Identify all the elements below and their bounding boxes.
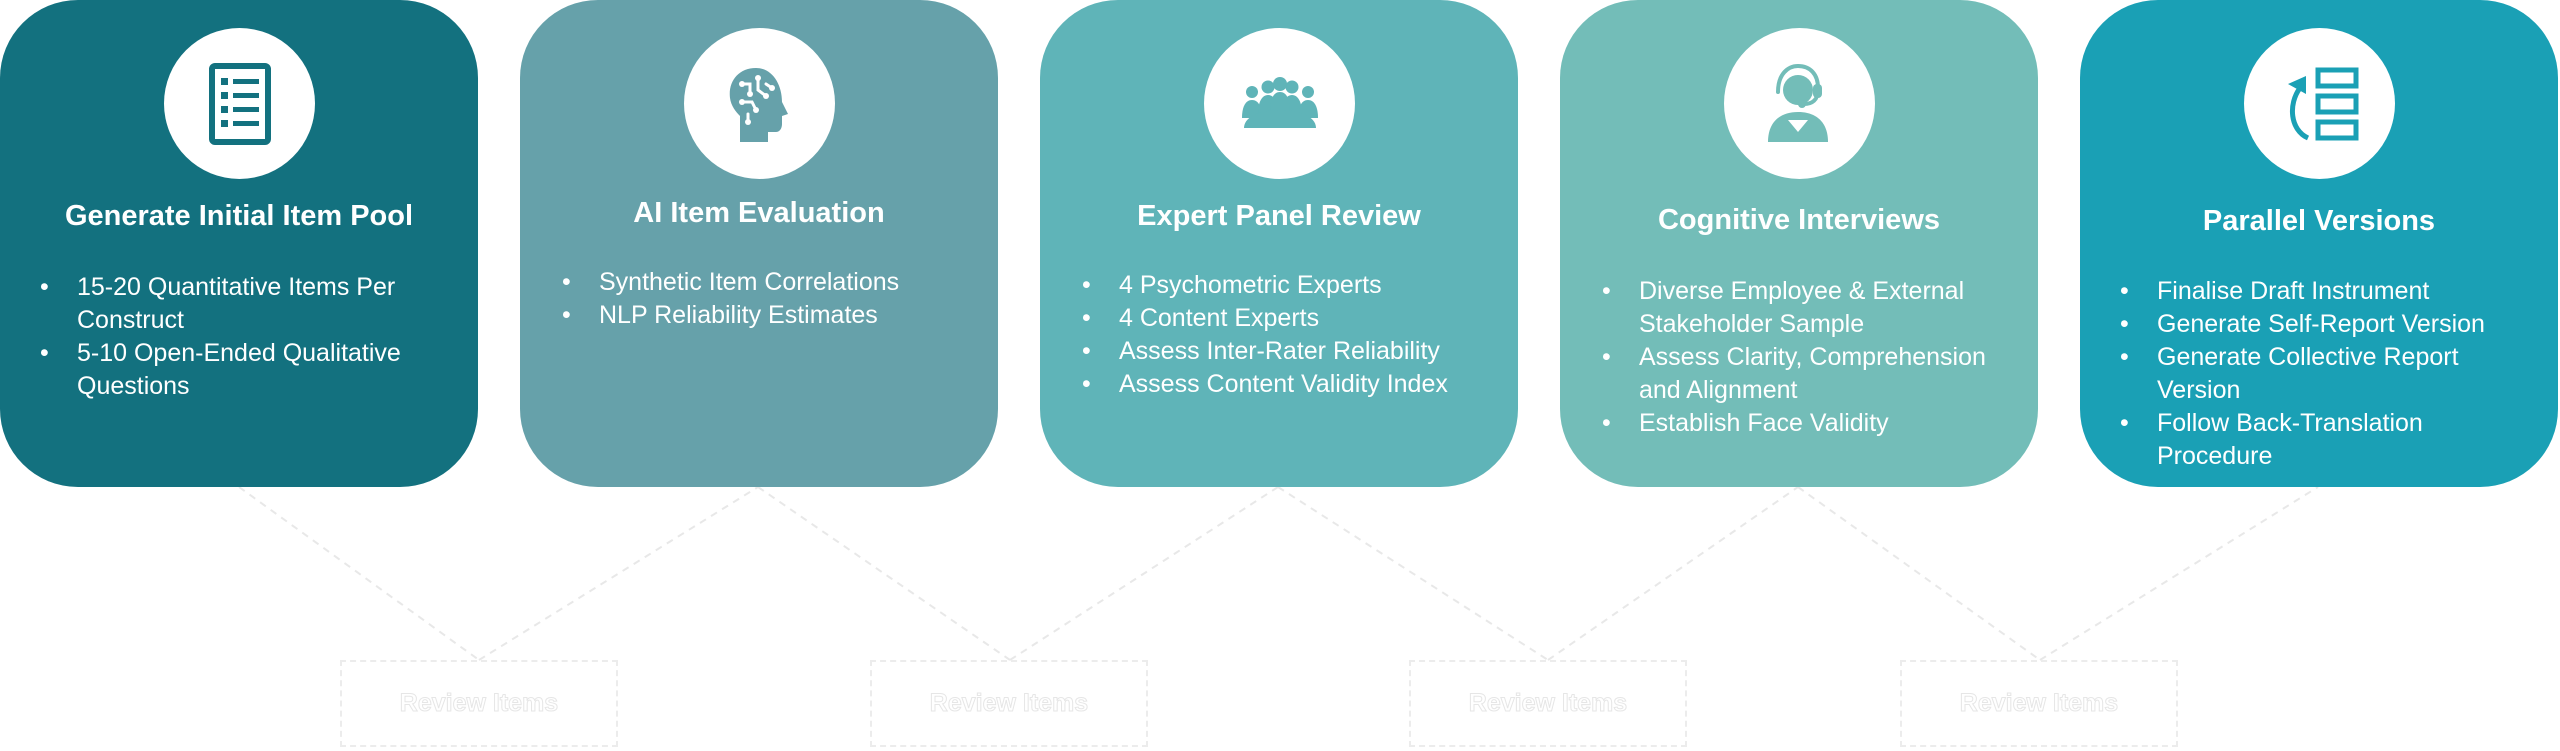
step-card-parallel-versions: Parallel Versions Finalise Draft Instrum… (2080, 0, 2558, 487)
list-item: Synthetic Item Correlations (562, 266, 972, 299)
review-items-label: Review Items (1468, 689, 1628, 718)
step-card-cognitive-interviews: Cognitive Interviews Diverse Employee & … (1560, 0, 2038, 487)
step-bullet-list: Synthetic Item Correlations NLP Reliabil… (562, 266, 972, 332)
step-title: AI Item Evaluation (633, 197, 885, 229)
list-item: Generate Self-Report Version (2120, 308, 2545, 341)
step-title: Parallel Versions (2202, 205, 2436, 237)
connector-line (238, 486, 480, 661)
list-item: Assess Content Validity Index (1082, 368, 1502, 401)
refresh-list-icon (2287, 67, 2358, 140)
list-item: Assess Clarity, Comprehension and Alignm… (1602, 341, 2022, 407)
list-item: 5-10 Open-Ended Qualitative Questions (40, 337, 460, 403)
step-card-expert-panel: Expert Panel Review 4 Psychometric Exper… (1040, 0, 1518, 487)
review-items-label: Review Items (929, 689, 1089, 718)
step-bullet-list: Diverse Employee & External Stakeholder … (1602, 275, 2022, 440)
step-bullet-list: 4 Psychometric Experts 4 Content Experts… (1082, 269, 1502, 401)
review-items-box: Review Items (1409, 660, 1687, 747)
checklist-icon (208, 62, 271, 145)
icon-badge (1724, 28, 1875, 179)
step-bullet-list: 15-20 Quantitative Items Per Construct 5… (40, 271, 460, 403)
list-item: Assess Inter-Rater Reliability (1082, 335, 1502, 368)
icon-badge (684, 28, 835, 179)
connector-line (2039, 486, 2319, 661)
list-item: Finalise Draft Instrument (2120, 275, 2545, 308)
icon-badge (164, 28, 315, 179)
connector-line (1547, 486, 1799, 661)
step-title: Expert Panel Review (1137, 200, 1421, 232)
review-items-box: Review Items (870, 660, 1148, 747)
connector-line (1277, 486, 1549, 661)
list-item: NLP Reliability Estimates (562, 299, 972, 332)
icon-badge (2244, 28, 2395, 179)
step-card-ai-evaluation: AI Item Evaluation Synthetic Item Correl… (520, 0, 998, 487)
icon-badge (1204, 28, 1355, 179)
list-item: 15-20 Quantitative Items Per Construct (40, 271, 460, 337)
connector-line (1009, 486, 1279, 661)
connector-line (757, 486, 1011, 661)
connector-line (1797, 486, 2041, 661)
review-items-label: Review Items (399, 689, 559, 718)
step-bullet-list: Finalise Draft Instrument Generate Self-… (2120, 275, 2545, 473)
list-item: Generate Collective Report Version (2120, 341, 2545, 407)
list-item: Establish Face Validity (1602, 407, 2022, 440)
list-item: Follow Back-Translation Procedure (2120, 407, 2545, 473)
review-items-box: Review Items (1900, 660, 2178, 747)
connector-line (478, 486, 759, 661)
list-item: Diverse Employee & External Stakeholder … (1602, 275, 2022, 341)
list-item: 4 Psychometric Experts (1082, 269, 1502, 302)
ai-head-icon (729, 67, 788, 142)
list-item: 4 Content Experts (1082, 302, 1502, 335)
step-title: Generate Initial Item Pool (64, 200, 414, 232)
review-items-box: Review Items (340, 660, 618, 747)
review-items-label: Review Items (1959, 689, 2119, 718)
step-title: Cognitive Interviews (1657, 204, 1940, 236)
panel-group-icon (1241, 76, 1318, 128)
step-card-generate-item-pool: Generate Initial Item Pool 15-20 Quantit… (0, 0, 478, 487)
headset-person-icon (1767, 63, 1828, 142)
